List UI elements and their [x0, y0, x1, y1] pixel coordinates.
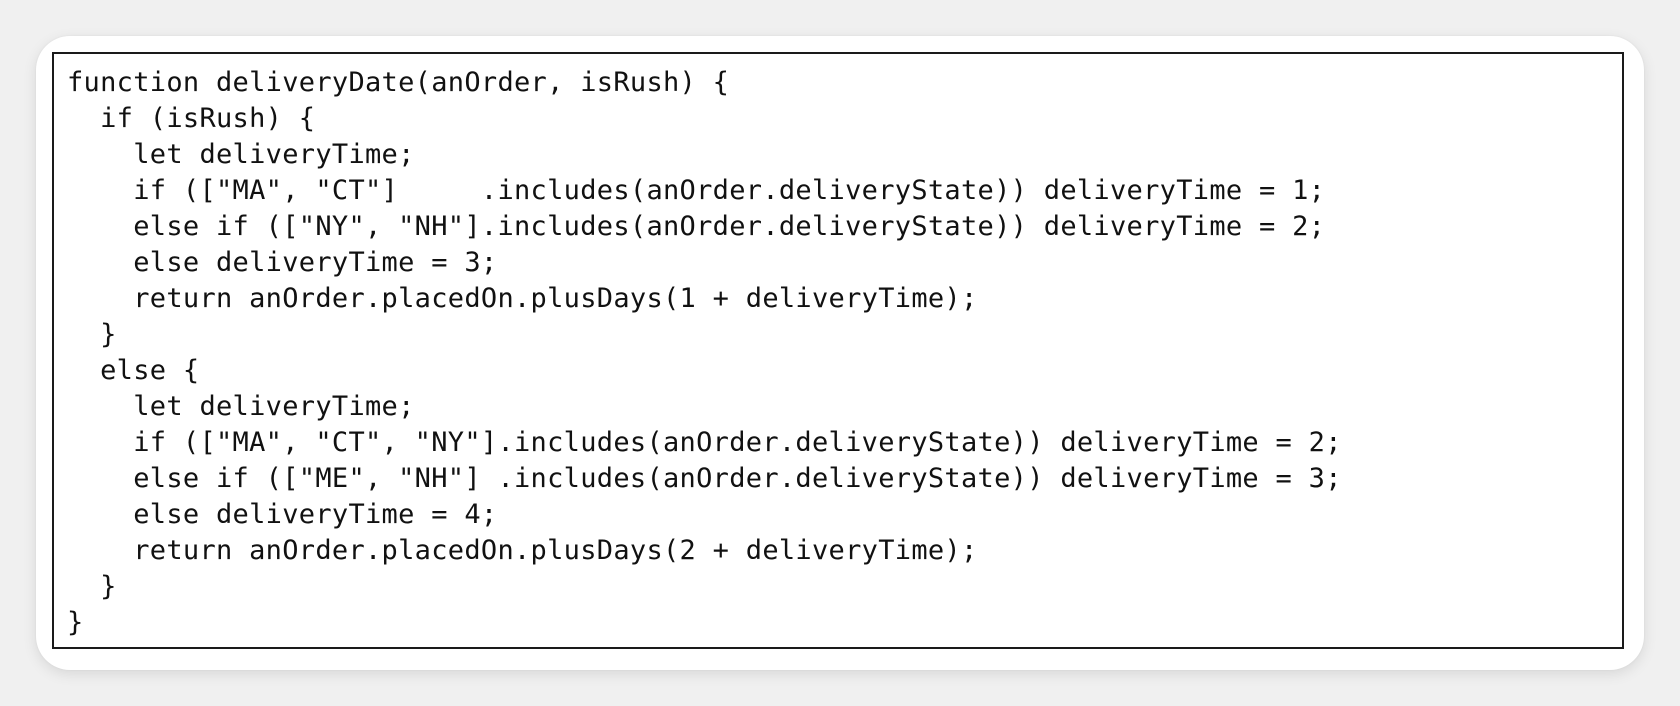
code-line: } [67, 319, 117, 350]
code-block: function deliveryDate(anOrder, isRush) {… [67, 65, 1342, 641]
code-line: if (isRush) { [67, 103, 316, 134]
code-line: else deliveryTime = 3; [67, 247, 498, 278]
code-line: else deliveryTime = 4; [67, 499, 498, 530]
code-line: function deliveryDate(anOrder, isRush) { [67, 67, 730, 98]
code-line: } [67, 607, 84, 638]
code-line: if (["MA", "CT"] .includes(anOrder.deliv… [67, 175, 1326, 206]
code-line: if (["MA", "CT", "NY"].includes(anOrder.… [67, 427, 1342, 458]
code-frame: function deliveryDate(anOrder, isRush) {… [52, 52, 1624, 649]
code-line: return anOrder.placedOn.plusDays(1 + del… [67, 283, 978, 314]
code-line: else if (["ME", "NH"] .includes(anOrder.… [67, 463, 1342, 494]
code-line: return anOrder.placedOn.plusDays(2 + del… [67, 535, 978, 566]
code-line: let deliveryTime; [67, 139, 415, 170]
code-line: } [67, 571, 117, 602]
code-line: else { [67, 355, 200, 386]
code-line: else if (["NY", "NH"].includes(anOrder.d… [67, 211, 1326, 242]
code-card: function deliveryDate(anOrder, isRush) {… [36, 36, 1644, 670]
code-line: let deliveryTime; [67, 391, 415, 422]
